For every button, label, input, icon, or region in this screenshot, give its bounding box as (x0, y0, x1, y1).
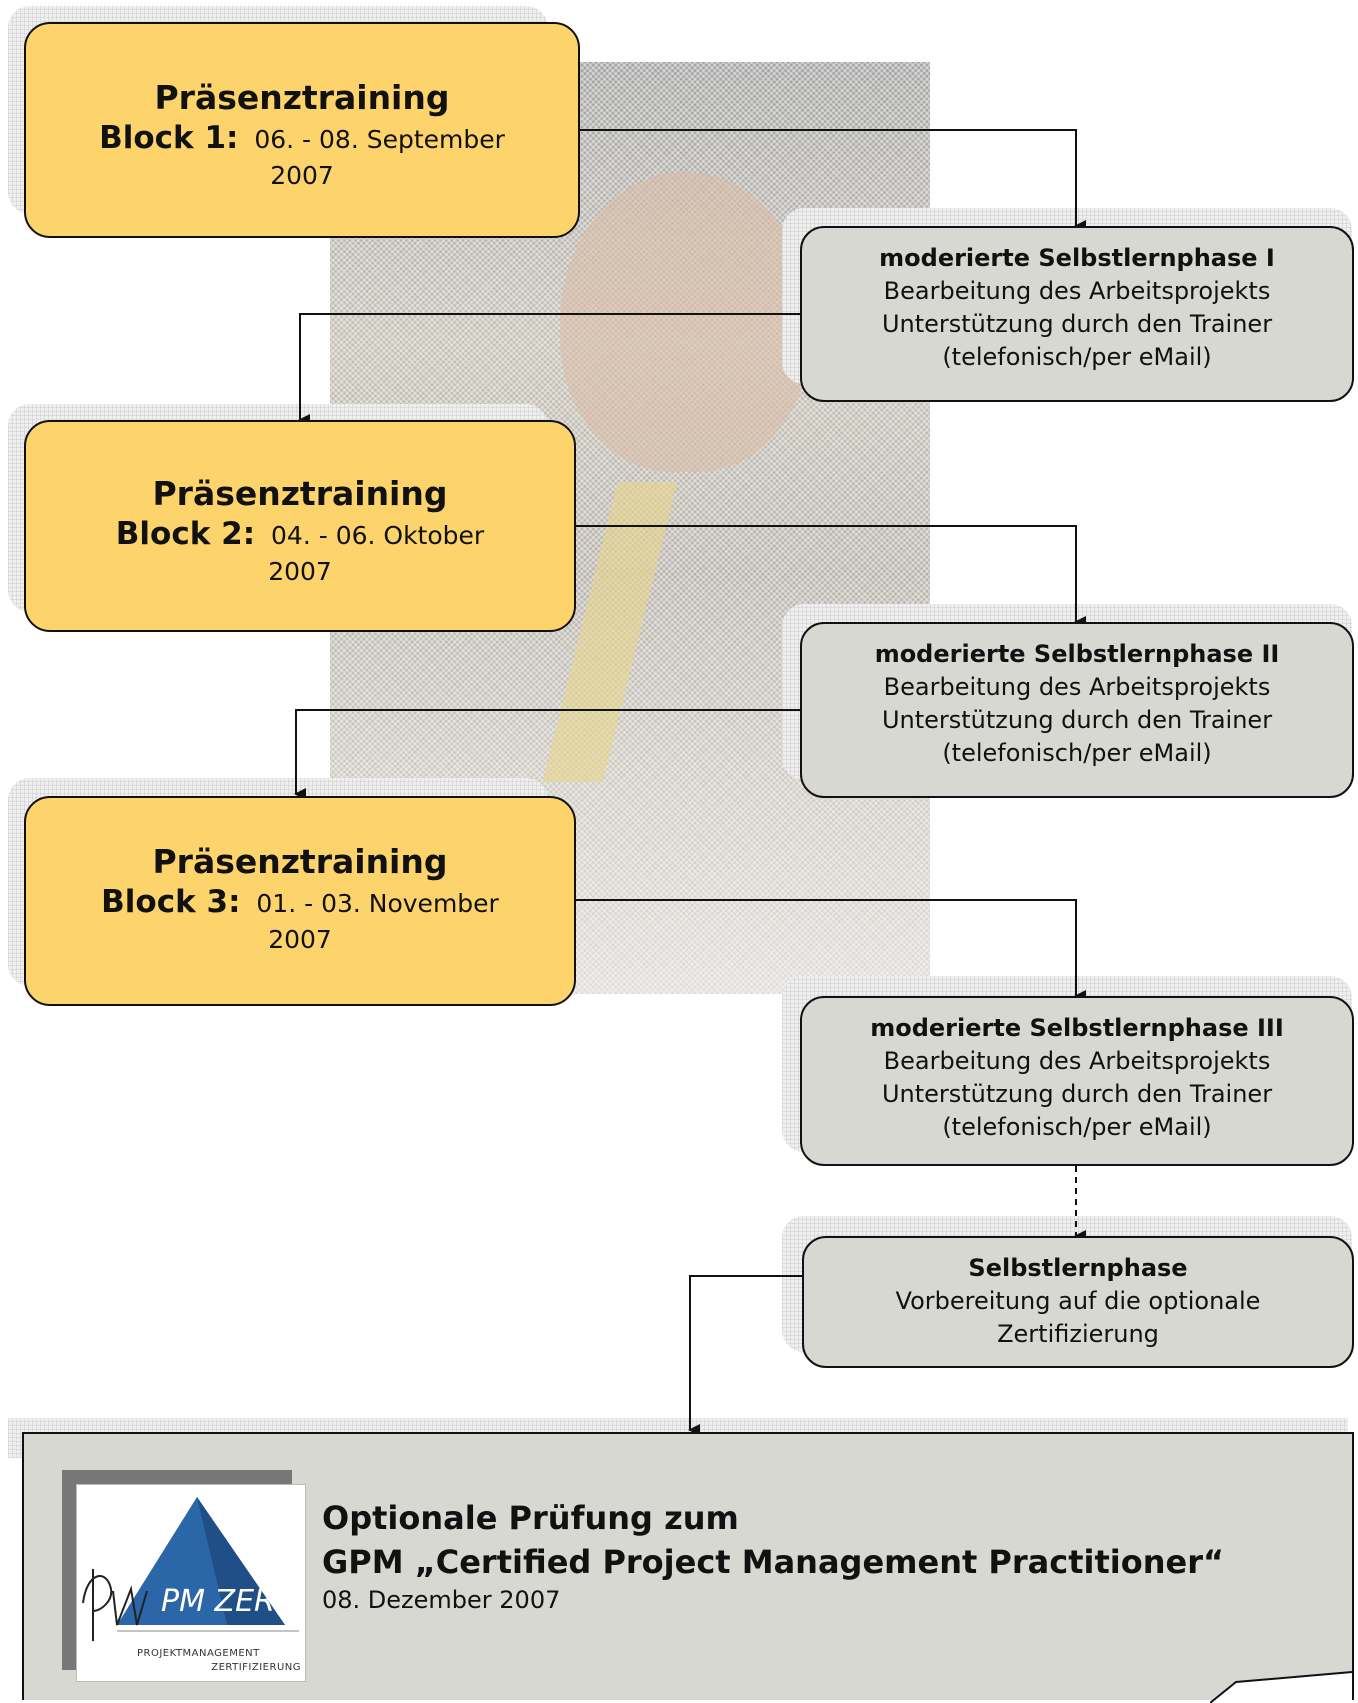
arrow-block3-phase3 (574, 899, 1086, 1002)
final-title: Optionale Prüfung zum GPM „Certified Pro… (322, 1496, 1224, 1584)
selfstudy-title: Selbstlernphase (968, 1254, 1188, 1282)
arrow-selfstudy-final (688, 1275, 802, 1436)
selfstudy-line2: Zertifizierung (997, 1320, 1159, 1348)
block-3: Präsenztraining Block 3: 01. - 03. Novem… (24, 796, 576, 1006)
block-2: Präsenztraining Block 2: 04. - 06. Oktob… (24, 420, 576, 632)
block-3-title: Präsenztraining (152, 842, 448, 881)
phase-2-line3: (telefonisch/per eMail) (942, 739, 1212, 767)
block-1: Präsenztraining Block 1: 06. - 08. Septe… (24, 22, 580, 238)
phase-2-line1: Bearbeitung des Arbeitsprojekts (883, 673, 1271, 701)
logo-sub2: ZERTIFIZIERUNG (211, 1662, 301, 1673)
phase-2-line2: Unterstützung durch den Trainer (881, 706, 1273, 734)
block-1-year: 2007 (270, 161, 334, 190)
phase-2: moderierte Selbstlernphase II Bearbeitun… (800, 622, 1354, 798)
logo-sub1: PROJEKTMANAGEMENT (137, 1648, 260, 1659)
phase-3-title: moderierte Selbstlernphase III (870, 1014, 1284, 1042)
phase-2-title: moderierte Selbstlernphase II (874, 640, 1280, 668)
block-3-dates: 01. - 03. November (256, 889, 499, 918)
final-date: 08. Dezember 2007 (322, 1586, 561, 1614)
arrow-phase1-block2 (298, 313, 800, 426)
phase-3: moderierte Selbstlernphase III Bearbeitu… (800, 996, 1354, 1166)
pmzert-logo: PM ZERT PROJEKTMANAGEMENT ZERTIFIZIERUNG (76, 1484, 306, 1682)
block-3-label: Block 3: (101, 884, 241, 920)
arrow-block1-phase1 (578, 129, 1086, 232)
block-1-label: Block 1: (99, 120, 239, 156)
phase-1: moderierte Selbstlernphase I Bearbeitung… (800, 226, 1354, 402)
selfstudy-phase: Selbstlernphase Vorbereitung auf die opt… (802, 1236, 1354, 1368)
phase-3-line3: (telefonisch/per eMail) (942, 1113, 1212, 1141)
logo-mark-text: PM ZERT (161, 1584, 296, 1619)
selfstudy-line1: Vorbereitung auf die optionale (895, 1287, 1261, 1315)
block-2-label: Block 2: (115, 516, 256, 552)
phase-1-line1: Bearbeitung des Arbeitsprojekts (883, 277, 1271, 305)
block-2-dates: 04. - 06. Oktober (271, 521, 485, 550)
pmzert-logo-mark: PM ZERT (82, 1497, 299, 1641)
block-1-dates: 06. - 08. September (254, 125, 505, 154)
phase-1-title: moderierte Selbstlernphase I (879, 244, 1275, 272)
block-2-title: Präsenztraining (152, 474, 448, 513)
final-title-line1: Optionale Prüfung zum (322, 1499, 739, 1537)
arrow-block2-phase2 (574, 525, 1086, 628)
phase-1-line3: (telefonisch/per eMail) (942, 343, 1212, 371)
block-3-year: 2007 (268, 925, 332, 954)
folded-corner (1210, 1671, 1353, 1703)
arrow-phase2-block3 (294, 709, 800, 800)
photo-person-head (560, 172, 810, 472)
block-1-title: Präsenztraining (154, 78, 450, 117)
block-2-year: 2007 (268, 557, 332, 586)
phase-1-line2: Unterstützung durch den Trainer (881, 310, 1273, 338)
phase-3-line2: Unterstützung durch den Trainer (881, 1080, 1273, 1108)
final-title-line2: GPM „Certified Project Management Practi… (322, 1543, 1225, 1581)
phase-3-line1: Bearbeitung des Arbeitsprojekts (883, 1047, 1271, 1075)
final-exam-box: PM ZERT PROJEKTMANAGEMENT ZERTIFIZIERUNG… (22, 1432, 1354, 1700)
